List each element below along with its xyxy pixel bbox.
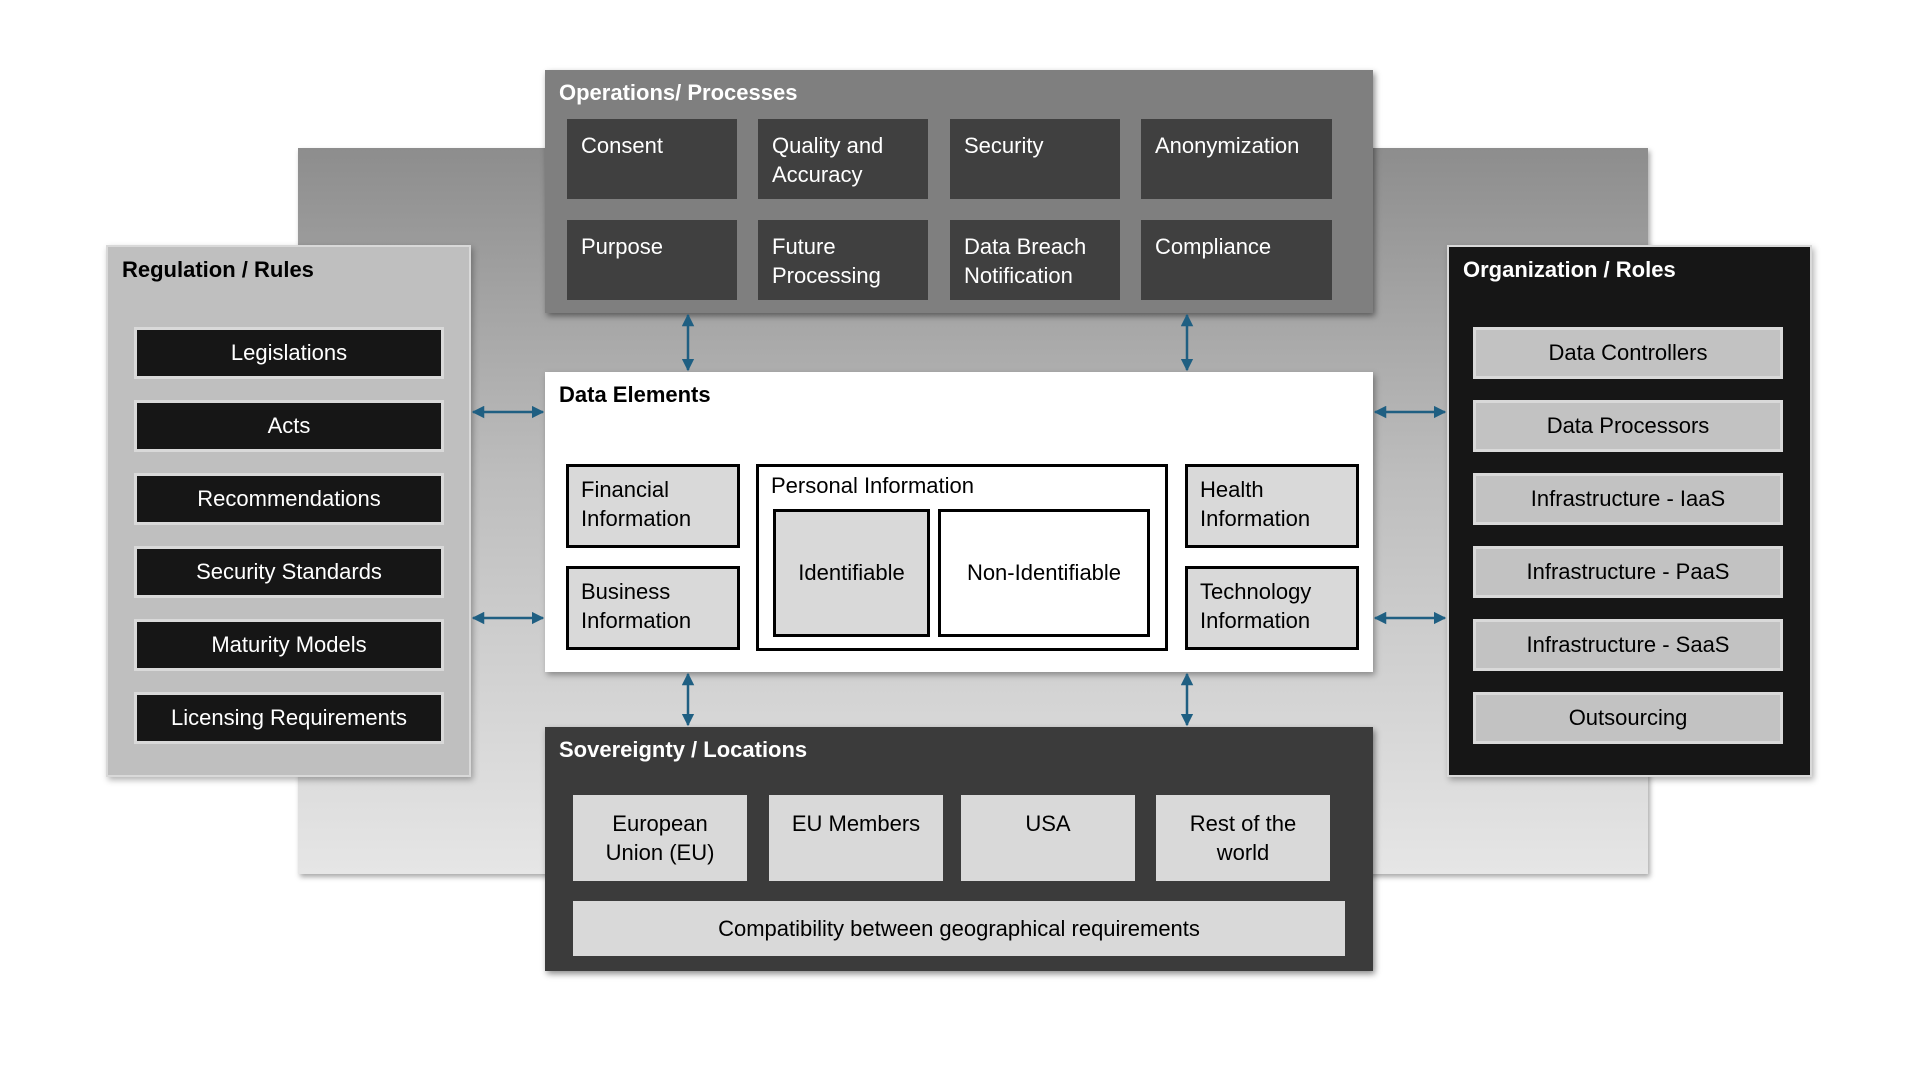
- usa-box: USA: [961, 795, 1135, 881]
- purpose-label: Purpose: [581, 234, 663, 259]
- security-box: Security: [950, 119, 1120, 199]
- sovereignty-title: Sovereignty / Locations: [559, 737, 808, 762]
- technology-label-line2: Information: [1200, 608, 1311, 633]
- consent-box: Consent: [567, 119, 737, 199]
- data-elements-title: Data Elements: [559, 382, 711, 407]
- financial-information-box: Financial Information: [566, 464, 740, 548]
- european-union-box: European Union (EU): [573, 795, 747, 881]
- security-label: Security: [964, 133, 1044, 158]
- non-identifiable-label: Non-Identifiable: [966, 560, 1122, 585]
- eu-members-box: EU Members: [769, 795, 943, 881]
- eu-members-label: EU Members: [791, 811, 921, 836]
- compliance-label: Compliance: [1155, 234, 1272, 259]
- reg-item-security-standards: Security Standards: [134, 546, 444, 598]
- org-item-data-processors: Data Processors: [1473, 400, 1783, 452]
- regulation-panel: Regulation / Rules Legislations Acts Rec…: [106, 245, 471, 777]
- european-union-label-line1: European: [612, 811, 708, 836]
- compatibility-box: Compatibility between geographical requi…: [573, 901, 1345, 956]
- organization-panel: Organization / Roles Data Controllers Da…: [1447, 245, 1812, 777]
- quality-accuracy-label-line1: Quality and: [772, 133, 884, 158]
- identifiable-label: Identifiable: [798, 560, 905, 585]
- reg-item-legislations: Legislations: [134, 327, 444, 379]
- org-item-data-controllers: Data Controllers: [1473, 327, 1783, 379]
- future-processing-label-line2: Processing: [772, 263, 881, 288]
- compliance-box: Compliance: [1141, 220, 1332, 300]
- reg-item-licensing-requirements: Licensing Requirements: [134, 692, 444, 744]
- european-union-label-line2: Union (EU): [605, 840, 715, 865]
- org-item-iaas: Infrastructure - IaaS: [1473, 473, 1783, 525]
- personal-information-box: Personal Information Identifiable Non-Id…: [756, 464, 1168, 651]
- regulation-title: Regulation / Rules: [122, 257, 314, 282]
- sovereignty-panel: Sovereignty / Locations European Union (…: [545, 727, 1373, 971]
- operations-title: Operations/ Processes: [559, 80, 798, 105]
- reg-item-maturity-models: Maturity Models: [134, 619, 444, 671]
- business-label-line1: Business: [581, 579, 671, 604]
- future-processing-label-line1: Future: [772, 234, 836, 259]
- reg-item-recommendations: Recommendations: [134, 473, 444, 525]
- quality-accuracy-box: Quality and Accuracy: [758, 119, 928, 199]
- reg-item-acts: Acts: [134, 400, 444, 452]
- identifiable-box: Identifiable: [773, 509, 930, 637]
- technology-information-box: Technology Information: [1185, 566, 1359, 650]
- data-elements-panel: Data Elements Financial Information Busi…: [545, 372, 1373, 672]
- organization-title: Organization / Roles: [1463, 257, 1676, 282]
- rest-of-world-label-line1: Rest of the: [1189, 811, 1297, 836]
- health-label-line1: Health: [1200, 477, 1264, 502]
- business-information-box: Business Information: [566, 566, 740, 650]
- data-breach-label-line2: Notification: [964, 263, 1073, 288]
- purpose-box: Purpose: [567, 220, 737, 300]
- health-information-box: Health Information: [1185, 464, 1359, 548]
- financial-label-line1: Financial: [581, 477, 670, 502]
- compatibility-label: Compatibility between geographical requi…: [718, 915, 1200, 941]
- org-item-paas: Infrastructure - PaaS: [1473, 546, 1783, 598]
- technology-label-line1: Technology: [1200, 579, 1312, 604]
- consent-label: Consent: [581, 133, 663, 158]
- data-breach-box: Data Breach Notification: [950, 220, 1120, 300]
- usa-label: USA: [1025, 811, 1071, 836]
- org-item-saas: Infrastructure - SaaS: [1473, 619, 1783, 671]
- health-label-line2: Information: [1200, 506, 1311, 531]
- data-breach-label-line1: Data Breach: [964, 234, 1087, 259]
- financial-label-line2: Information: [581, 506, 692, 531]
- anonymization-box: Anonymization: [1141, 119, 1332, 199]
- operations-panel: Operations/ Processes Consent Quality an…: [545, 70, 1373, 313]
- personal-information-label: Personal Information: [771, 473, 974, 498]
- non-identifiable-box: Non-Identifiable: [938, 509, 1150, 637]
- future-processing-box: Future Processing: [758, 220, 928, 300]
- quality-accuracy-label-line2: Accuracy: [772, 162, 863, 187]
- org-item-outsourcing: Outsourcing: [1473, 692, 1783, 744]
- business-label-line2: Information: [581, 608, 692, 633]
- rest-of-world-box: Rest of the world: [1156, 795, 1330, 881]
- anonymization-label: Anonymization: [1155, 133, 1300, 158]
- rest-of-world-label-line2: world: [1216, 840, 1270, 865]
